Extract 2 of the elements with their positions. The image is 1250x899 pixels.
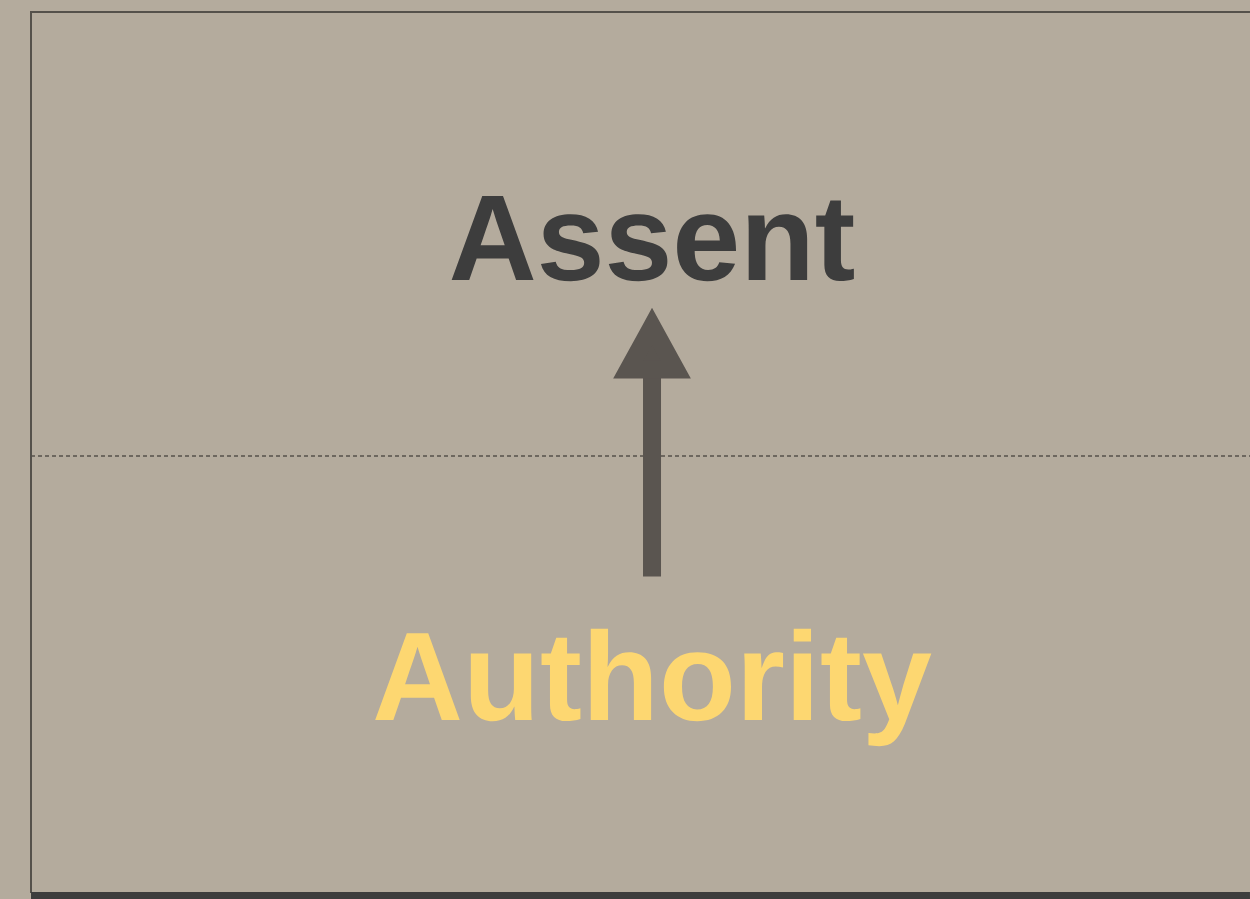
label-text: Authority	[375, 628, 932, 747]
label-text: Assent	[451, 196, 854, 282]
